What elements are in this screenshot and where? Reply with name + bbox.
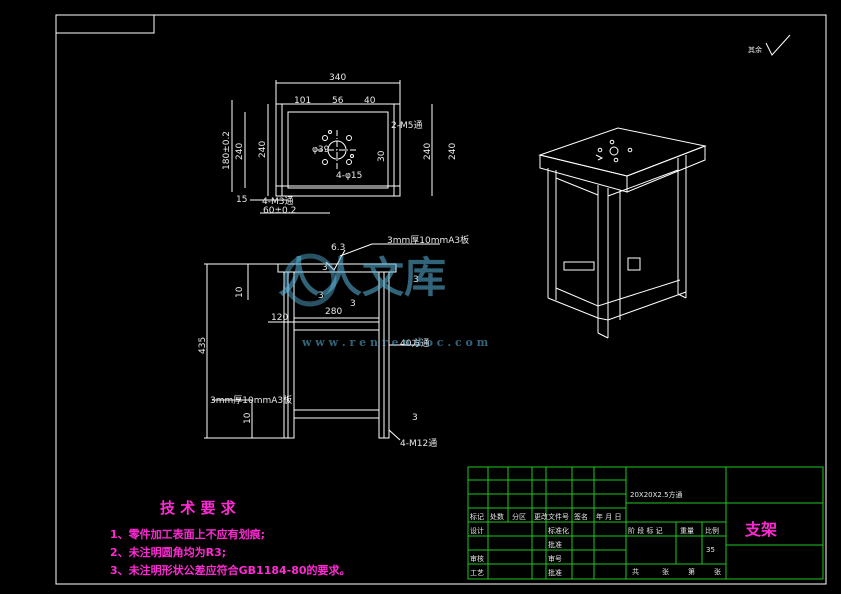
dim-240-center: 240 bbox=[423, 143, 433, 160]
surface-roughness-symbol: 其余 bbox=[748, 34, 791, 56]
label-approve-1: 批准 bbox=[548, 540, 562, 549]
header-change-doc: 更改文件号 bbox=[534, 512, 569, 521]
dim-180: 180±0.2 bbox=[222, 131, 232, 170]
requirement-3: 3、未注明形状公差应符合GB1184-80的要求。 bbox=[110, 563, 351, 577]
dim-435: 435 bbox=[198, 337, 208, 354]
label-weight: 重量 bbox=[680, 527, 694, 535]
weld-3-a: 3 bbox=[413, 275, 419, 285]
dim-15: 15 bbox=[236, 195, 247, 205]
watermark-text: 人人文库 bbox=[278, 253, 446, 302]
dim-56: 56 bbox=[332, 96, 344, 106]
dim-phi39: φ39 bbox=[312, 145, 330, 155]
isometric-view bbox=[538, 127, 707, 339]
dim-2-m5: 2-M5通 bbox=[391, 120, 422, 131]
label-stage-mark: 阶 段 标 记 bbox=[628, 526, 663, 535]
label-approve-2: 批准 bbox=[548, 568, 562, 577]
front-view: 6.3 3 3 3 3 10 120 280 435 40方通 10 3 4-M… bbox=[198, 234, 469, 449]
label-scale: 比例 bbox=[705, 526, 719, 535]
dim-280: 280 bbox=[325, 307, 342, 317]
weld-3-c: 3 bbox=[350, 299, 356, 309]
watermark-url: w w w . r e n r e n d o c . c o m bbox=[301, 336, 489, 349]
dim-10-bottom: 10 bbox=[243, 412, 253, 424]
header-sign: 签名 bbox=[574, 512, 588, 521]
part-name: 支架 bbox=[744, 520, 777, 539]
dim-40: 40 bbox=[364, 96, 376, 106]
scale-value: 35 bbox=[706, 546, 715, 554]
sheet-total-suffix: 张 bbox=[662, 567, 669, 576]
label-review: 审核 bbox=[470, 554, 484, 563]
note-bottom-plate: 3mm厚10mmA3板 bbox=[210, 394, 292, 406]
dim-30: 30 bbox=[377, 150, 387, 162]
label-design: 设计 bbox=[470, 526, 484, 535]
header-count: 处数 bbox=[490, 512, 504, 521]
header-zone: 分区 bbox=[512, 512, 526, 521]
dim-240-left: 240 bbox=[258, 141, 268, 158]
dim-60: 60±0.2 bbox=[263, 206, 296, 216]
dim-4-phi15: 4-φ15 bbox=[336, 171, 362, 181]
header-mark: 标记 bbox=[470, 512, 484, 521]
title-block: 20X20X2.5方通 支架 标记 处数 分区 更改文件号 签名 年 月 日 设… bbox=[467, 466, 824, 580]
roughness-label: 其余 bbox=[748, 45, 762, 54]
top-view: 340 101 56 40 2-M5通 240 180±0.2 240 240 … bbox=[222, 73, 458, 216]
drawing-border bbox=[55, 14, 827, 585]
technical-requirements: 技 术 要 求 1、零件加工表面上不应有划痕; 2、未注明圆角均为R3; 3、未… bbox=[110, 499, 351, 577]
dim-240-right: 240 bbox=[448, 143, 458, 160]
requirement-2: 2、未注明圆角均为R3; bbox=[110, 545, 226, 559]
dim-340: 340 bbox=[329, 73, 346, 83]
dim-4-m3: 4-M3通 bbox=[262, 196, 293, 207]
watermark: 人人文库 w w w . r e n r e n d o c . c o m bbox=[278, 253, 489, 349]
material-spec: 20X20X2.5方通 bbox=[630, 490, 683, 499]
corner-code-box bbox=[55, 14, 155, 34]
requirements-title: 技 术 要 求 bbox=[160, 499, 237, 517]
dim-6-3: 6.3 bbox=[331, 243, 345, 253]
label-approval-no: 审号 bbox=[548, 554, 562, 563]
header-date: 年 月 日 bbox=[596, 512, 621, 521]
dim-40-tube: 40方通 bbox=[400, 337, 429, 349]
requirement-1: 1、零件加工表面上不应有划痕; bbox=[110, 527, 265, 541]
weld-3-b: 3 bbox=[318, 291, 324, 301]
sheet-no-prefix: 第 bbox=[688, 567, 695, 576]
note-top-plate: 3mm厚10mmA3板 bbox=[387, 234, 469, 246]
sheet-no-suffix: 张 bbox=[714, 567, 721, 576]
dim-10-top: 10 bbox=[235, 286, 245, 298]
sheet-total-prefix: 共 bbox=[632, 567, 639, 576]
dim-120: 120 bbox=[271, 313, 288, 323]
label-standardization: 标准化 bbox=[548, 526, 569, 535]
weld-3-d: 3 bbox=[322, 263, 328, 273]
dim-240-inner: 240 bbox=[235, 143, 245, 160]
dim-4-m12: 4-M12通 bbox=[400, 438, 437, 449]
weld-3-e: 3 bbox=[412, 413, 418, 423]
dim-101: 101 bbox=[294, 96, 311, 106]
label-process: 工艺 bbox=[470, 569, 484, 577]
